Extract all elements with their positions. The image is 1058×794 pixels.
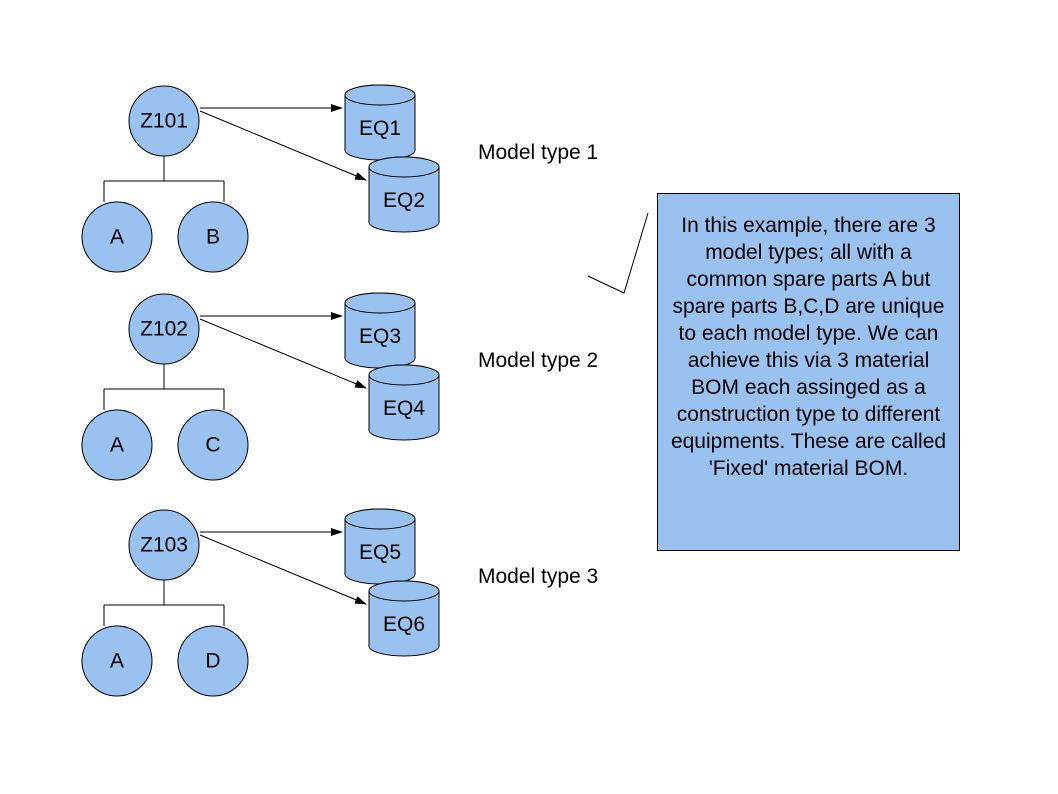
model-type-label: Model type 1 — [478, 141, 598, 164]
spare-part-node — [81, 201, 153, 273]
spare-part-label: C — [205, 434, 220, 457]
equipment-cylinder-top — [344, 292, 416, 314]
arrow-to-equipment — [199, 318, 367, 389]
equipment-cylinder-top — [344, 508, 416, 530]
spare-part-label: A — [110, 226, 124, 249]
equipment-label: EQ2 — [383, 189, 425, 212]
spare-part-node — [177, 201, 249, 273]
material-bom-root-node — [128, 293, 200, 365]
explanation-callout: In this example, there are 3 model types… — [657, 193, 960, 551]
callout-pointer — [587, 212, 649, 294]
spare-part-node — [177, 625, 249, 697]
root-node-label: Z101 — [140, 110, 188, 133]
equipment-label: EQ4 — [383, 397, 425, 420]
equipment-label: EQ3 — [359, 325, 401, 348]
root-node-label: Z103 — [140, 534, 188, 557]
root-node-label: Z102 — [140, 318, 188, 341]
spare-part-node — [81, 409, 153, 481]
arrow-to-equipment — [199, 534, 367, 605]
equipment-cylinder-top — [368, 580, 440, 602]
model-type-label: Model type 2 — [478, 349, 598, 372]
equipment-label: EQ5 — [359, 541, 401, 564]
spare-part-node — [177, 409, 249, 481]
material-bom-root-node — [128, 85, 200, 157]
spare-part-node — [81, 625, 153, 697]
arrow-to-equipment — [199, 110, 367, 181]
material-bom-root-node — [128, 509, 200, 581]
spare-part-label: D — [205, 650, 220, 673]
equipment-cylinder-top — [368, 364, 440, 386]
equipment-cylinder-top — [368, 156, 440, 178]
spare-part-label: A — [110, 434, 124, 457]
spare-part-label: B — [206, 226, 220, 249]
equipment-cylinder-top — [344, 84, 416, 106]
spare-part-label: A — [110, 650, 124, 673]
model-type-label: Model type 3 — [478, 565, 598, 588]
equipment-label: EQ6 — [383, 613, 425, 636]
equipment-label: EQ1 — [359, 117, 401, 140]
